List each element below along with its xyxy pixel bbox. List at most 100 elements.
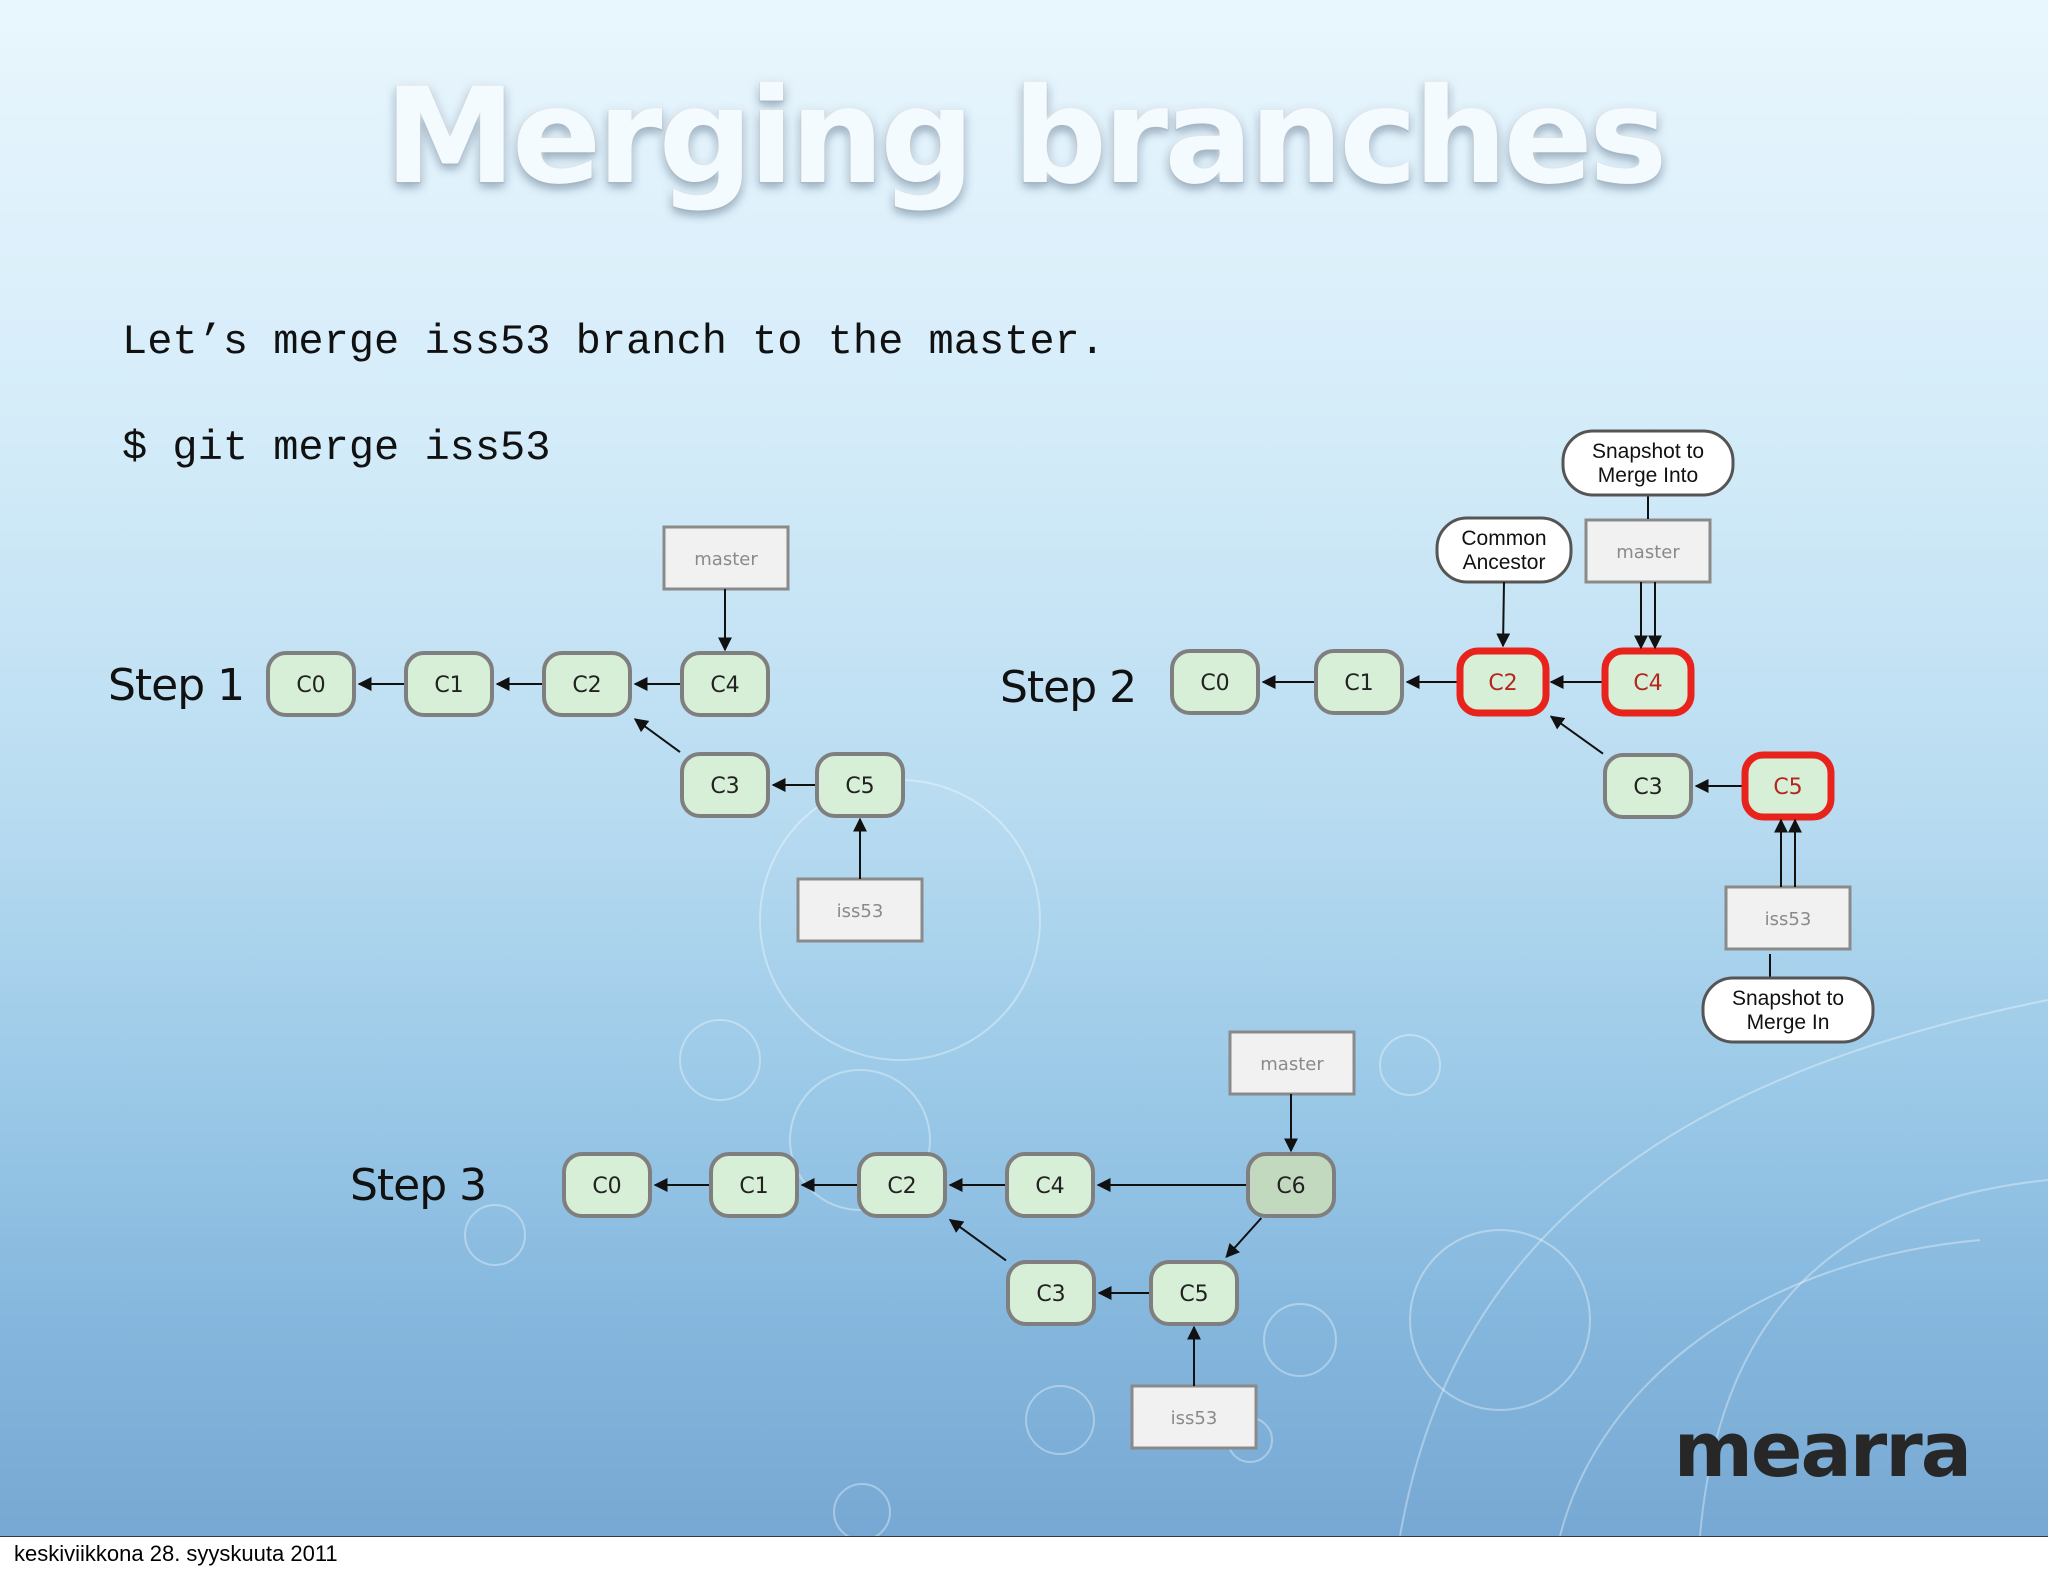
commit-c5-box <box>1149 1260 1239 1326</box>
commit-c5: C5 <box>1741 751 1835 821</box>
commit-c0-label: C0 <box>1200 671 1229 696</box>
pointer-iss53: iss53 <box>796 877 924 943</box>
commit-c3-box <box>1603 753 1693 819</box>
callout-common-ancestor-arrow <box>1496 581 1511 648</box>
commit-c5-label: C5 <box>1773 775 1802 800</box>
commit-c3-box <box>680 752 770 818</box>
commit-c2-box <box>857 1152 947 1218</box>
slide: Merging branches Let’s merge iss53 branc… <box>0 0 2048 1537</box>
commit-c3: C3 <box>1006 1260 1096 1326</box>
step-3-label: Step 3 <box>350 1160 486 1211</box>
commit-c5: C5 <box>1149 1260 1239 1326</box>
edge-c6-to-c5 <box>1225 1217 1263 1259</box>
merge-instruction-text: Let’s merge iss53 branch to the master. <box>122 318 1105 366</box>
commit-c0: C0 <box>266 651 356 717</box>
pointer-iss53-label: iss53 <box>837 901 884 922</box>
commit-c1: C1 <box>404 651 494 717</box>
commit-c4-label: C4 <box>710 673 739 698</box>
pointer-master-box <box>1584 518 1712 584</box>
commit-c1-label: C1 <box>739 1174 768 1199</box>
callout-snapshot-in-line-1: Snapshot to <box>1732 987 1844 1010</box>
callout-common-ancestor-line-1: Common <box>1461 527 1546 550</box>
commit-c4-box <box>1601 647 1695 717</box>
footer-date: keskiviikkona 28. syyskuuta 2011 <box>14 1541 338 1566</box>
commit-c6: C6 <box>1246 1152 1336 1218</box>
commit-c3-label: C3 <box>1633 775 1662 800</box>
edge-c3-to-c2 <box>1549 715 1604 755</box>
slide-title: Merging branches <box>384 60 1667 214</box>
commit-c1-label: C1 <box>434 673 463 698</box>
callout-snapshot-into-line-2: Merge Into <box>1598 464 1698 487</box>
callout-common-ancestor-line-2: Ancestor <box>1463 551 1546 574</box>
commit-c0: C0 <box>1170 649 1260 715</box>
callout-snapshot-in-line-2: Merge In <box>1747 1011 1830 1034</box>
step-2-label: Step 2 <box>1000 662 1136 713</box>
commit-c4-box <box>1005 1152 1095 1218</box>
pointer-master-label: master <box>1616 542 1680 563</box>
commit-c0-box <box>562 1152 652 1218</box>
commit-c6-box <box>1246 1152 1336 1218</box>
pointer-iss53-label: iss53 <box>1765 909 1812 930</box>
commit-c5: C5 <box>815 752 905 818</box>
commit-c3-label: C3 <box>710 774 739 799</box>
commit-c5-box <box>815 752 905 818</box>
pointer-master-box <box>1228 1030 1356 1096</box>
commit-c2-label: C2 <box>572 673 601 698</box>
commit-c4-label: C4 <box>1633 671 1662 696</box>
commit-c0-label: C0 <box>592 1174 621 1199</box>
commit-c2: C2 <box>857 1152 947 1218</box>
git-merge-command: $ git merge iss53 <box>122 424 551 472</box>
commit-c3: C3 <box>680 752 770 818</box>
pointer-iss53-box <box>1724 885 1852 951</box>
commit-c1-label: C1 <box>1344 671 1373 696</box>
commit-c1-box <box>709 1152 799 1218</box>
commit-c2-label: C2 <box>887 1174 916 1199</box>
pointer-master-label: master <box>694 549 758 570</box>
callout-snapshot-in-bubble <box>1701 976 1875 1044</box>
commit-c4-box <box>680 651 770 717</box>
commit-c5-label: C5 <box>1179 1282 1208 1307</box>
commit-c0-box <box>1170 649 1260 715</box>
pointer-iss53-label: iss53 <box>1171 1408 1218 1429</box>
commit-c1-box <box>1314 649 1404 715</box>
pointer-master-label: master <box>1260 1054 1324 1075</box>
commit-c5-label: C5 <box>845 774 874 799</box>
commit-c2: C2 <box>1456 647 1550 717</box>
commit-c5-box <box>1741 751 1835 821</box>
commit-c0-label: C0 <box>296 673 325 698</box>
commit-c1: C1 <box>1314 649 1404 715</box>
pointer-master: master <box>1584 518 1712 584</box>
commit-c2-label: C2 <box>1488 671 1517 696</box>
commit-c2-box <box>1456 647 1550 717</box>
edge-c3-to-c2 <box>633 718 681 753</box>
commit-c2-box <box>542 651 632 717</box>
edge-c3-to-c2 <box>948 1218 1007 1262</box>
commit-c0: C0 <box>562 1152 652 1218</box>
commit-c4: C4 <box>1601 647 1695 717</box>
callout-snapshot-into-bubble <box>1561 429 1735 497</box>
mearra-logo: mearra <box>1673 1405 1972 1494</box>
pointer-iss53: iss53 <box>1130 1384 1258 1450</box>
pointer-master: master <box>1228 1030 1356 1096</box>
callout-snapshot-into-line-1: Snapshot to <box>1592 440 1704 463</box>
commit-c4: C4 <box>1005 1152 1095 1218</box>
commit-c3: C3 <box>1603 753 1693 819</box>
commit-c2: C2 <box>542 651 632 717</box>
commit-c3-label: C3 <box>1036 1282 1065 1307</box>
commit-c1-box <box>404 651 494 717</box>
commit-c6-label: C6 <box>1276 1174 1305 1199</box>
commit-c3-box <box>1006 1260 1096 1326</box>
commit-c0-box <box>266 651 356 717</box>
step-1-label: Step 1 <box>108 660 244 711</box>
pointer-master: master <box>662 525 790 591</box>
commit-c4-label: C4 <box>1035 1174 1064 1199</box>
commit-c1: C1 <box>709 1152 799 1218</box>
commit-c4: C4 <box>680 651 770 717</box>
